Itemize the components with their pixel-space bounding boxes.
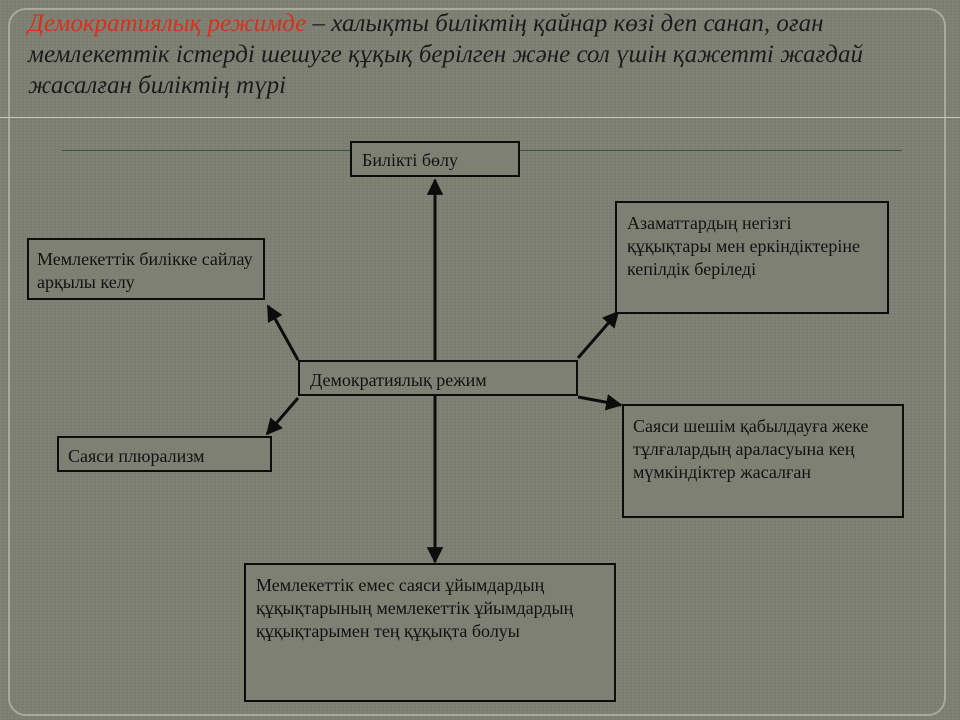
box-separation-of-powers-label: Билікті бөлу <box>362 150 458 170</box>
box-democratic-regime-label: Демократиялық режим <box>310 370 487 390</box>
box-democratic-regime: Демократиялық режим <box>298 360 578 396</box>
box-political-pluralism-label: Саяси плюрализм <box>68 446 205 466</box>
arrow-to-left-lower <box>265 397 300 436</box>
box-separation-of-powers: Билікті бөлу <box>350 141 520 177</box>
box-decision-participation-label: Саяси шешім қабылдауға жеке тұлғалардың … <box>633 416 869 482</box>
slide-frame <box>8 8 946 716</box>
box-political-pluralism: Саяси плюрализм <box>57 436 272 472</box>
arrow-to-right-lower <box>577 394 623 411</box>
box-elections: Мемлекеттік билікке сайлау арқылы келу <box>27 238 265 300</box>
box-nongovernmental-rights-label: Мемлекеттік емес саяси ұйымдардың құқықт… <box>256 575 574 641</box>
slide-title: Демократиялық режимде – халықты биліктің… <box>28 8 928 101</box>
box-elections-label: Мемлекеттік билікке сайлау арқылы келу <box>37 249 253 292</box>
box-decision-participation: Саяси шешім қабылдауға жеке тұлғалардың … <box>622 404 904 518</box>
arrow-to-left-upper <box>266 304 300 361</box>
title-highlight: Демократиялық режимде <box>28 10 307 37</box>
arrow-to-right-upper <box>576 310 620 359</box>
box-nongovernmental-rights: Мемлекеттік емес саяси ұйымдардың құқықт… <box>244 563 616 702</box>
box-rights-guarantee: Азаматтардың негізгі құқықтары мен еркін… <box>615 201 889 314</box>
box-rights-guarantee-label: Азаматтардың негізгі құқықтары мен еркін… <box>627 213 861 279</box>
title-rest: – халықты биліктің қайнар көзі деп санап… <box>28 10 863 99</box>
title-divider <box>0 117 960 118</box>
